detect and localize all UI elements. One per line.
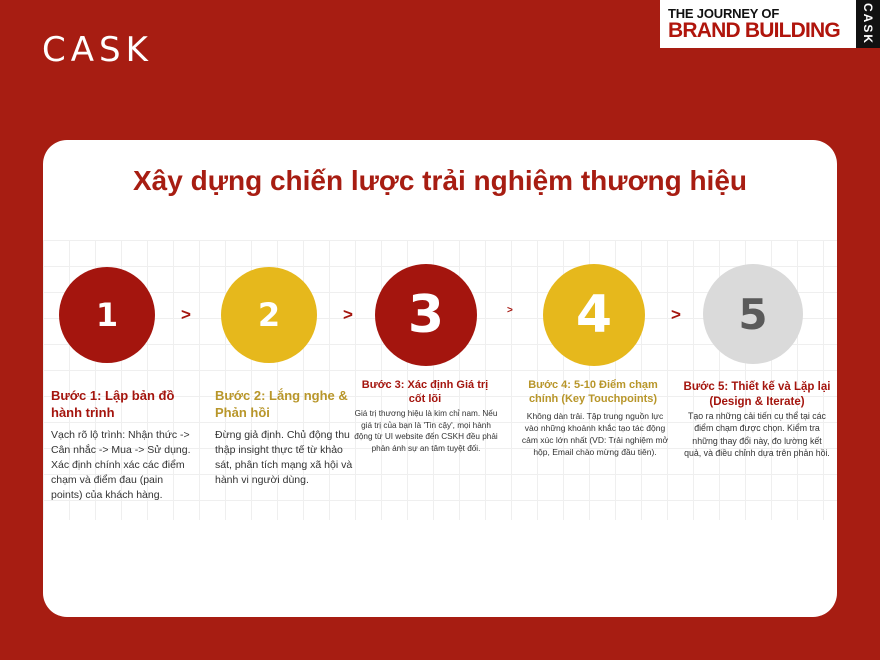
- step-1-desc: Vạch rõ lộ trình: Nhận thức -> Cân nhắc …: [51, 429, 191, 501]
- step-2-desc: Đừng giả định. Chủ động thu thập insight…: [215, 429, 353, 486]
- series-title-line1: THE JOURNEY OF: [668, 6, 780, 21]
- page-title: Xây dựng chiến lược trải nghiệm thương h…: [132, 165, 748, 196]
- step-5-circle: 5: [703, 264, 803, 364]
- step-1-circle: 1: [59, 267, 155, 363]
- chevron-right-icon: >: [507, 305, 513, 316]
- step-3-circle: 3: [375, 264, 477, 366]
- series-title-line2: BRAND BUILDING: [668, 19, 841, 42]
- step-5-desc: Tạo ra những cải tiến cụ thể tại các điể…: [684, 411, 830, 459]
- step-2-circle: 2: [221, 267, 317, 363]
- step-2-title: Bước 2: Lắng nghe & Phản hồi: [215, 388, 348, 420]
- chevron-right-icon: >: [343, 305, 353, 324]
- step-4-desc: Không dàn trải. Tập trung nguồn lực vào …: [521, 411, 669, 458]
- step-4-title: Bước 4: 5-10 Điểm chạm chính (Key Touchp…: [528, 379, 658, 406]
- step-3-title: Bước 3: Xác định Giá trị cốt lõi: [361, 379, 489, 406]
- step-4-circle: 4: [543, 264, 645, 366]
- step-3-desc: Giá trị thương hiệu là kim chỉ nam. Nếu …: [354, 409, 498, 453]
- step-5-title: Bước 5: Thiết kế và Lặp lại (Design & It…: [683, 381, 831, 408]
- series-badge: THE JOURNEY OF BRAND BUILDING: [660, 0, 856, 48]
- content-card: Xây dựng chiến lược trải nghiệm thương h…: [43, 140, 837, 617]
- series-side-tab: CASK: [856, 0, 880, 48]
- chevron-right-icon: >: [181, 305, 191, 324]
- series-side-label: CASK: [861, 2, 875, 46]
- cask-logo: CASK: [42, 30, 153, 70]
- chevron-right-icon: >: [671, 305, 681, 324]
- step-1-title: Bước 1: Lập bản đồ hành trình: [51, 388, 175, 420]
